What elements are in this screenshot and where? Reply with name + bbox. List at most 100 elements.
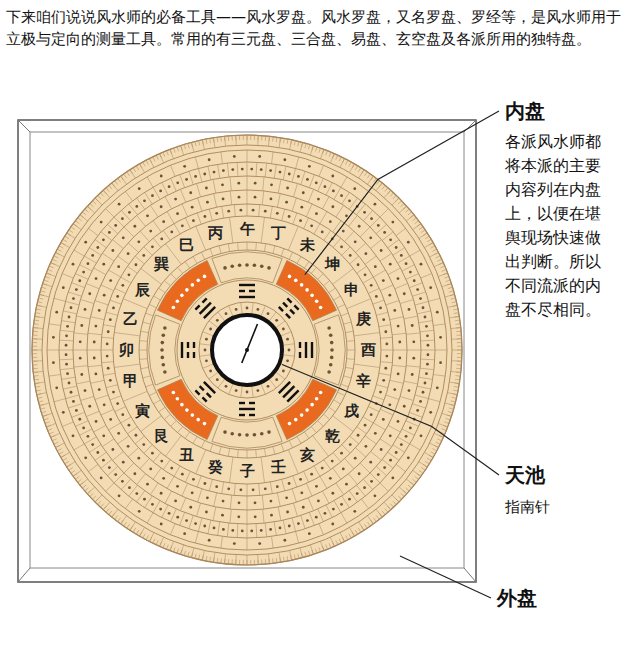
- ring-marks: [239, 209, 242, 212]
- intro-text: 下来咱们说说风水师的必备工具——风水罗盘。风水罗盘，又名罗盘、罗经等，是风水师用…: [6, 6, 634, 50]
- ring-marks: [382, 185, 385, 189]
- ring-marks: [309, 512, 314, 525]
- ring-marks: [434, 252, 438, 254]
- ring-marks: [308, 532, 311, 535]
- ring-marks: [370, 413, 373, 416]
- ring-marks: [112, 452, 123, 461]
- ring-marks: [310, 146, 313, 156]
- ring-marks: [147, 513, 153, 523]
- ring-marks: [287, 556, 289, 561]
- ring-marks: [93, 341, 96, 344]
- ring-marks: [71, 412, 84, 417]
- ring-marks: [228, 244, 229, 252]
- ring-marks: [326, 545, 328, 550]
- ring-marks: [363, 210, 372, 220]
- ring-marks: [112, 307, 115, 310]
- ring-marks: [79, 340, 82, 343]
- ring-marks: [102, 238, 105, 241]
- ring-marks: [381, 350, 393, 351]
- ring-marks: [170, 467, 173, 470]
- inner-plate: [300, 413, 304, 417]
- ring-marks: [280, 332, 291, 337]
- trigram-symbol: [202, 397, 206, 401]
- ring-marks: [184, 144, 185, 149]
- ring-marks: [270, 514, 273, 517]
- inner-plate: [180, 403, 184, 407]
- inner-plate: [203, 275, 207, 279]
- ring-marks: [93, 357, 96, 360]
- ring-marks: [382, 379, 385, 382]
- ring-marks: [62, 286, 65, 289]
- ring-marks: [216, 319, 219, 322]
- ring-marks: [412, 292, 425, 296]
- ring-marks: [130, 170, 133, 174]
- ring-marks: [181, 224, 184, 227]
- ring-marks: [382, 279, 385, 282]
- ring-marks: [373, 396, 384, 400]
- ring-marks: [46, 423, 55, 427]
- ring-marks: [393, 309, 396, 312]
- ring-marks: [229, 306, 234, 317]
- ring-marks: [133, 225, 136, 228]
- ring-marks: [225, 312, 228, 315]
- ring-marks: [70, 306, 73, 309]
- ring-marks: [118, 256, 129, 264]
- ring-marks: [272, 536, 274, 548]
- ring-marks: [65, 236, 69, 239]
- outer-plate: [30, 132, 464, 568]
- trigram-symbol: [239, 290, 245, 292]
- ring-marks: [173, 148, 175, 153]
- trigram-symbol: [249, 290, 255, 292]
- ring-marks: [363, 277, 373, 283]
- ring-marks: [452, 397, 457, 398]
- ring-marks: [342, 247, 350, 255]
- ring-marks: [204, 215, 207, 218]
- ring-marks: [455, 375, 460, 377]
- ring-marks: [88, 365, 102, 366]
- inner-plate: [330, 348, 334, 352]
- ring-marks: [442, 413, 452, 416]
- ring-marks: [332, 508, 335, 511]
- ring-marks: [247, 496, 248, 510]
- ring-marks: [39, 294, 44, 295]
- ring-marks: [195, 141, 196, 146]
- inner-plate: [149, 315, 180, 385]
- ring-marks: [421, 350, 435, 351]
- ring-marks: [408, 485, 412, 488]
- ring-marks: [283, 344, 295, 346]
- ring-marks: [269, 312, 276, 322]
- ring-marks: [457, 342, 462, 343]
- ring-marks: [446, 418, 451, 420]
- ring-marks: [234, 483, 235, 495]
- ring-marks: [374, 432, 377, 435]
- ring-marks: [65, 461, 69, 464]
- ring-marks: [232, 559, 233, 564]
- ring-marks: [107, 466, 117, 475]
- ring-marks: [227, 163, 228, 177]
- ring-marks: [416, 409, 419, 412]
- ring-marks: [358, 225, 361, 228]
- ring-marks: [267, 312, 270, 315]
- ring-marks: [355, 166, 358, 170]
- ring-marks: [205, 359, 208, 362]
- ring-marks: [384, 330, 387, 333]
- ring-marks: [138, 187, 141, 190]
- ring-marks: [129, 204, 138, 215]
- trigram-symbol: [239, 296, 255, 298]
- ring-marks: [178, 267, 183, 273]
- ring-marks: [79, 357, 82, 360]
- ring-marks: [112, 183, 115, 187]
- ring-marks: [137, 215, 146, 226]
- ring-marks: [159, 190, 162, 193]
- ring-marks: [340, 194, 343, 197]
- ring-marks: [279, 527, 282, 530]
- ring-marks: [90, 380, 104, 383]
- ring-marks: [54, 442, 58, 444]
- ring-marks: [320, 149, 324, 158]
- ring-marks: [221, 183, 224, 186]
- ring-marks: [279, 552, 281, 562]
- ring-marks: [103, 403, 106, 406]
- ring-marks: [71, 227, 75, 230]
- ring-marks: [315, 485, 318, 488]
- ring-marks: [235, 560, 236, 565]
